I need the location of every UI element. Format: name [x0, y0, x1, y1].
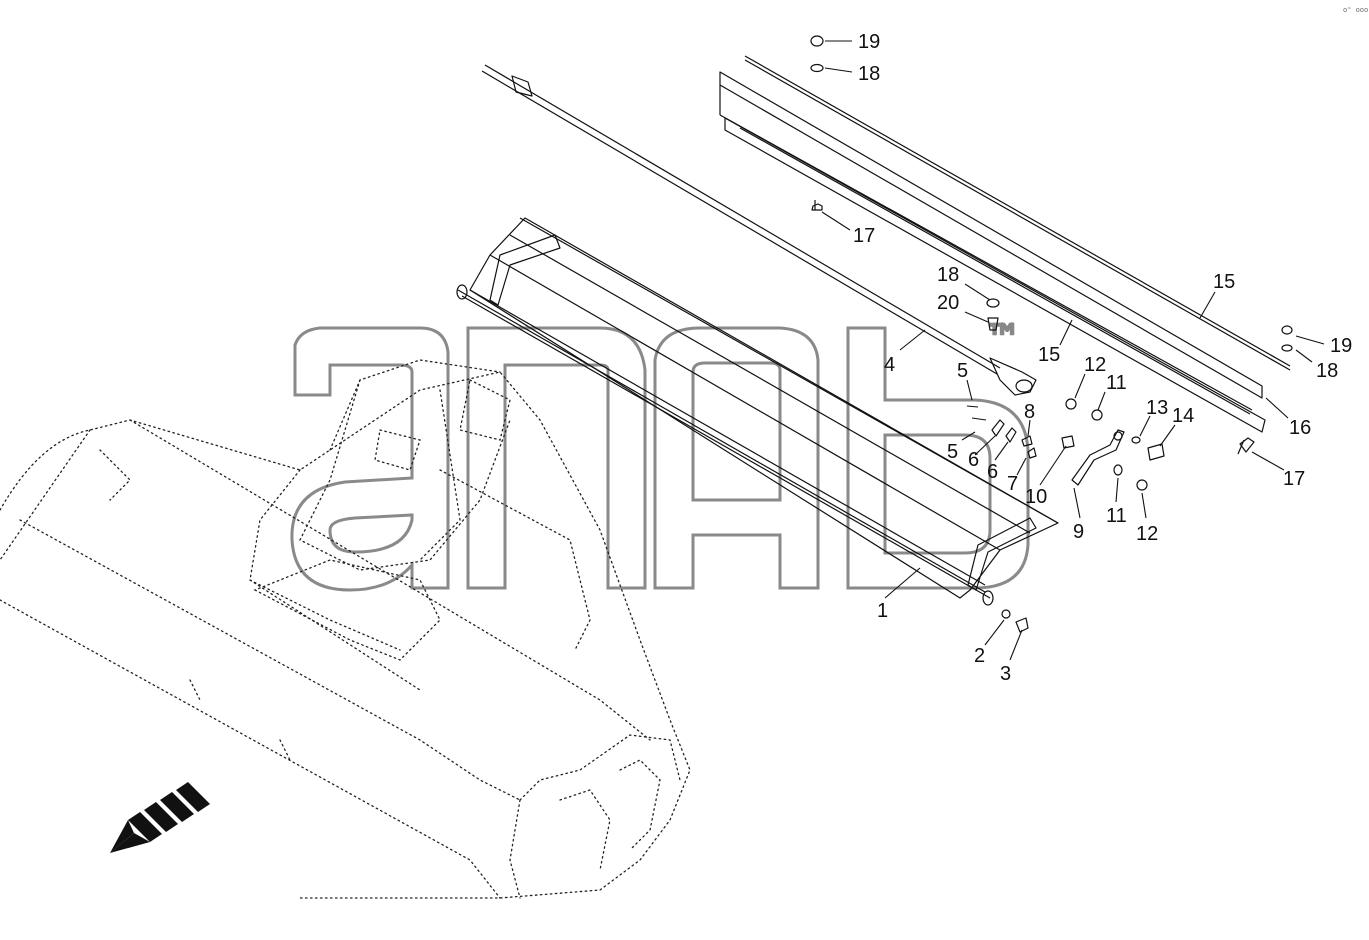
callout-5: 5 [957, 360, 968, 382]
callout-labels: 19 18 17 15 18 20 15 19 18 4 5 12 11 8 1… [853, 31, 1352, 685]
callout-17: 17 [853, 225, 875, 247]
callout-8: 8 [1024, 401, 1035, 423]
direction-arrow [110, 782, 210, 853]
leader-lines [821, 40, 1325, 661]
callout-18: 18 [1316, 360, 1338, 382]
watermark: ™ [290, 317, 1030, 592]
part-15-16-rails [719, 55, 1291, 433]
callout-13: 13 [1146, 397, 1168, 419]
callout-12: 12 [1136, 523, 1158, 545]
callout-4: 4 [884, 354, 895, 376]
callout-2: 2 [974, 645, 985, 667]
callout-15: 15 [1213, 271, 1235, 293]
machine-body-outline [0, 359, 691, 899]
callout-19: 19 [1330, 335, 1352, 357]
callout-5: 5 [947, 441, 958, 463]
callout-15: 15 [1038, 344, 1060, 366]
callout-20: 20 [937, 292, 959, 314]
callout-18: 18 [937, 264, 959, 286]
trademark-mark: ™ [985, 318, 1021, 359]
callout-14: 14 [1172, 405, 1194, 427]
callout-16: 16 [1289, 417, 1311, 439]
watermark-letter-1 [290, 326, 450, 592]
corner-mark: o° ooo [1343, 6, 1368, 15]
hardware-parts [810, 35, 1293, 633]
callout-11: 11 [1106, 505, 1127, 527]
callout-10: 10 [1025, 486, 1047, 508]
watermark-letter-3 [653, 326, 820, 590]
callout-6: 6 [968, 449, 979, 471]
watermark-letter-4 [846, 326, 1030, 590]
callout-6: 6 [987, 461, 998, 483]
callout-18: 18 [858, 63, 880, 85]
callout-3: 3 [1000, 663, 1011, 685]
callout-9: 9 [1073, 521, 1084, 543]
callout-1: 1 [877, 600, 888, 622]
callout-19: 19 [858, 31, 880, 53]
callout-17: 17 [1283, 468, 1305, 490]
watermark-letter-2 [466, 326, 647, 590]
callout-7: 7 [1007, 473, 1018, 495]
callout-11: 11 [1106, 372, 1127, 394]
callout-12: 12 [1084, 354, 1106, 376]
part-1-panel [456, 217, 1059, 606]
part-4-shaft [481, 64, 1037, 396]
